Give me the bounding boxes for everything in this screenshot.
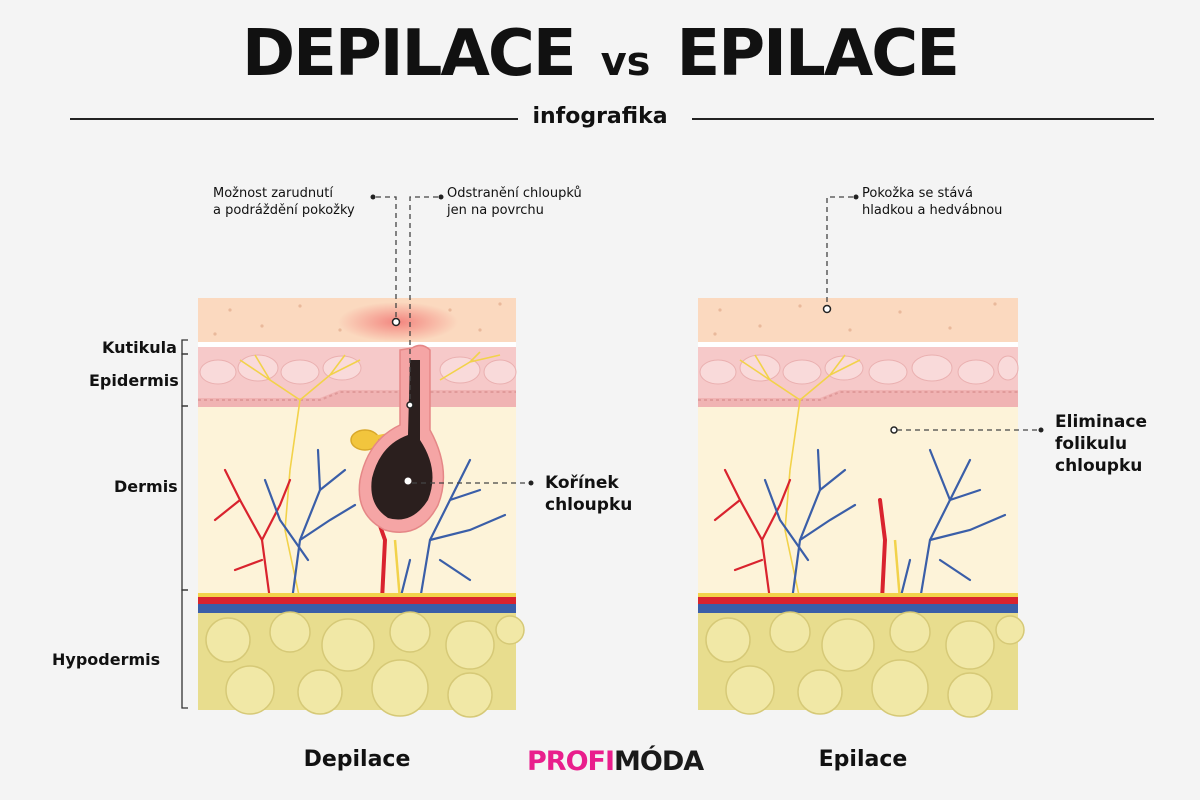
dermis-layer-right — [698, 407, 1018, 597]
subtitle: infografika — [0, 104, 1200, 129]
cuticle-layer-right — [698, 298, 1018, 344]
epilace-skin-diagram — [698, 298, 1025, 718]
layer-label-hypodermis: Hypodermis — [52, 650, 161, 669]
note-smooth-skin: Pokožka se stává hladkou a hedvábnou — [862, 186, 1003, 218]
profimoda-logo: PROFIMÓDA — [527, 746, 704, 777]
note-redness: Možnost zarudnutí a podráždění pokožky — [213, 186, 355, 218]
layer-label-kutikula: Kutikula — [102, 338, 177, 357]
title-rule-right — [692, 118, 1154, 120]
layer-label-epidermis: Epidermis — [89, 371, 179, 390]
title-vs: vs — [600, 39, 651, 85]
title-epilace: EPILACE — [676, 17, 960, 91]
title-depilace: DEPILACE — [242, 17, 577, 91]
depilace-skin-diagram — [198, 298, 525, 718]
layer-label-dermis: Dermis — [114, 477, 178, 496]
title-rule-left — [70, 118, 532, 120]
label-follicle-elimination: Eliminace folikulu chloupku — [1055, 412, 1147, 476]
note-surface-removal: Odstranění chloupků jen na povrchu — [447, 186, 582, 218]
caption-epilace: Epilace — [818, 747, 908, 772]
label-hair-root: Kořínek chloupku — [545, 473, 633, 515]
caption-depilace: Depilace — [303, 747, 411, 772]
hair-follicle — [350, 344, 445, 533]
